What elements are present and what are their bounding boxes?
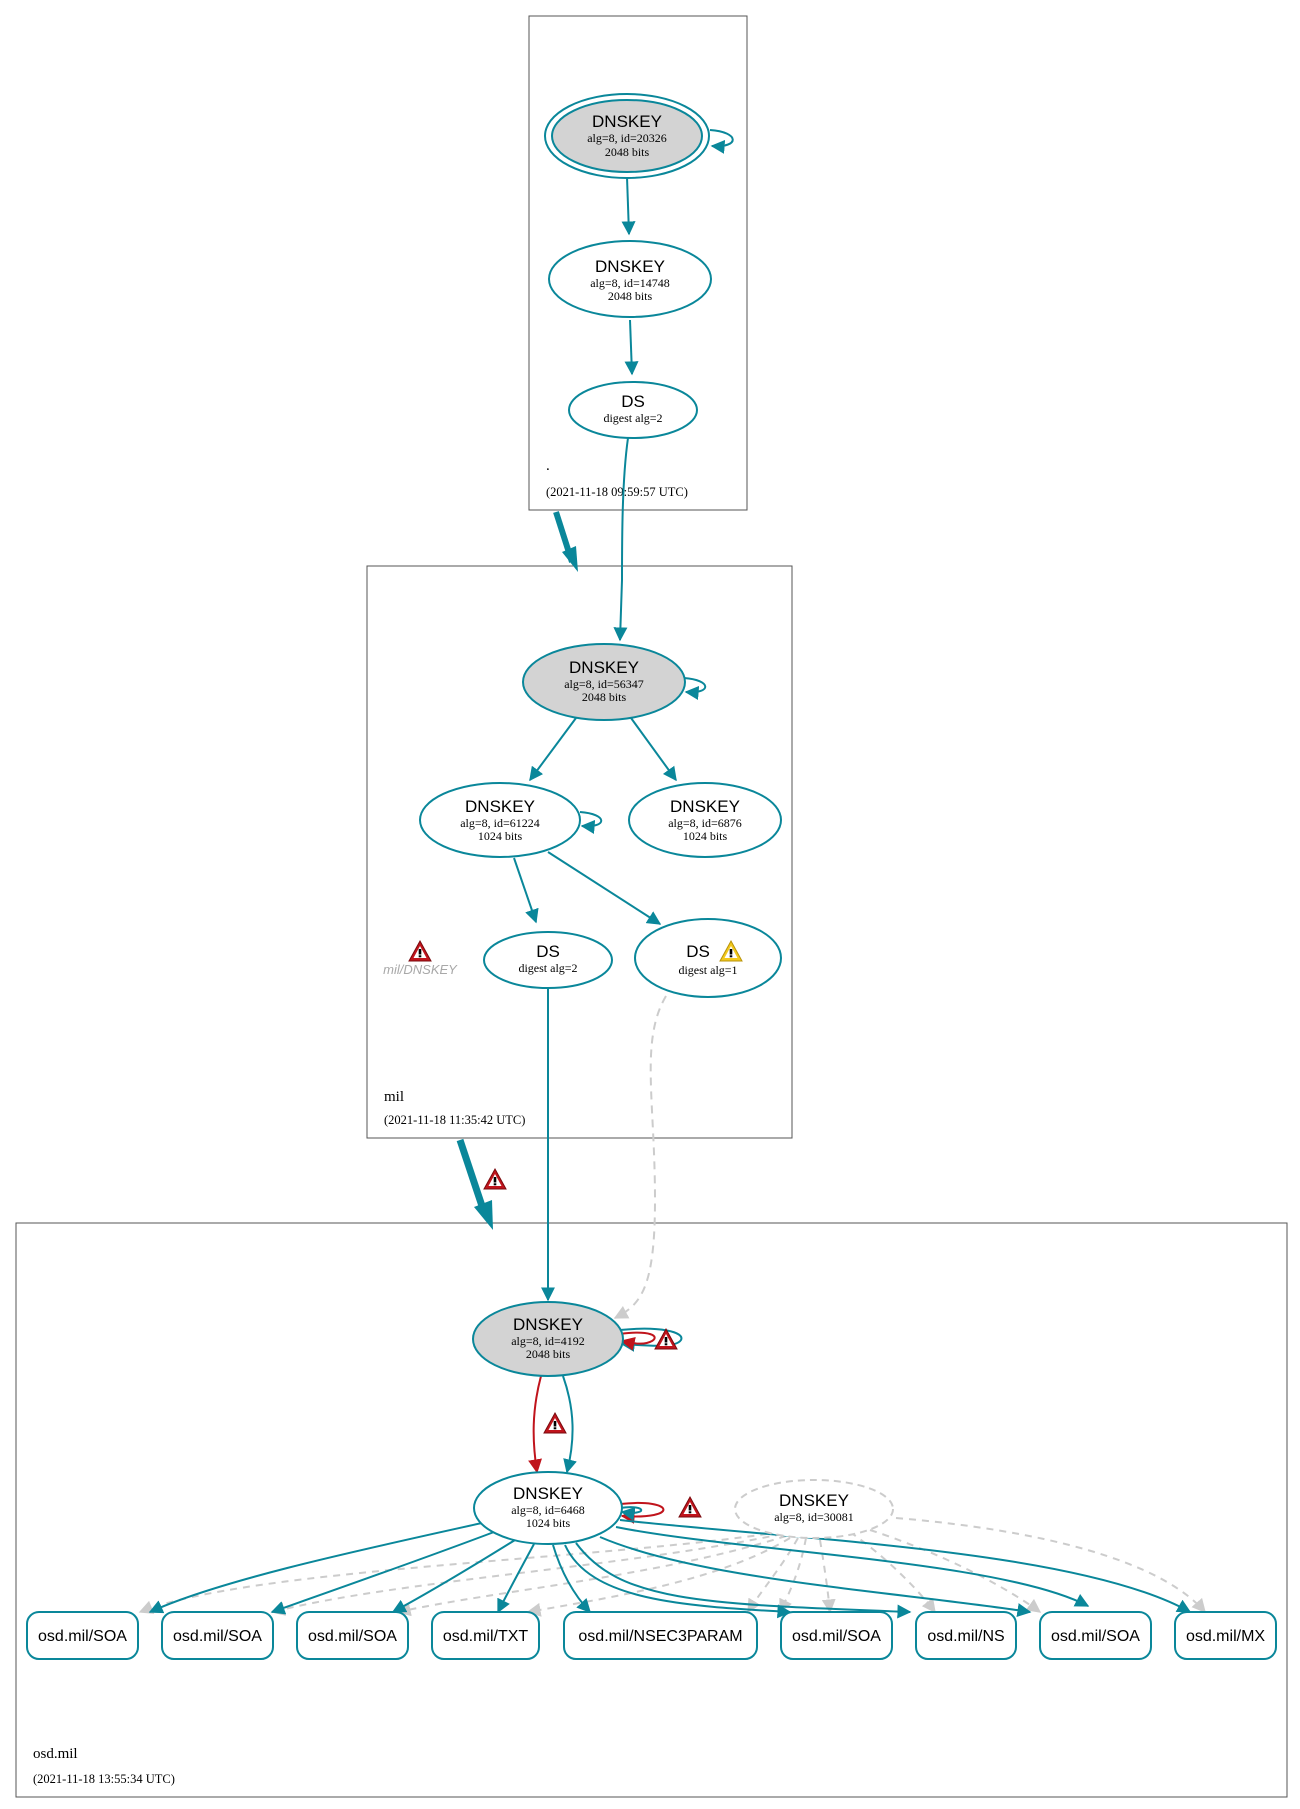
zone-osd-timestamp: (2021-11-18 13:55:34 UTC) — [33, 1772, 175, 1786]
node-osd-ksk-title: DNSKEY — [513, 1315, 583, 1334]
zone-osd: osd.mil (2021-11-18 13:55:34 UTC) — [15, 1222, 1288, 1798]
node-osd-ksk-alg: alg=8, id=4192 — [511, 1334, 585, 1348]
node-mil-zsk-6876[interactable]: DNSKEY alg=8, id=6876 1024 bits — [628, 782, 782, 858]
rrset-osd-soa-5[interactable]: osd.mil/SOA — [1039, 1611, 1152, 1660]
osd-zsk-loop-error-icon — [678, 1496, 702, 1518]
node-osd-missing-dnskey[interactable]: DNSKEY alg=8, id=30081 — [734, 1479, 894, 1539]
node-root-ksk-bits: 2048 bits — [605, 145, 650, 159]
rrset-label: osd.mil/TXT — [443, 1628, 529, 1645]
node-osd-missing-alg: alg=8, id=30081 — [774, 1510, 854, 1524]
node-mil-zsk1-bits: 1024 bits — [478, 829, 523, 843]
zone-root-timestamp: (2021-11-18 09:59:57 UTC) — [546, 485, 688, 499]
node-mil-ksk-title: DNSKEY — [569, 658, 639, 677]
zone-mil-name: mil — [384, 1089, 404, 1105]
zone-osd-name: osd.mil — [33, 1746, 78, 1762]
error-triangle-icon — [408, 940, 432, 962]
node-osd-zsk[interactable]: DNSKEY alg=8, id=6468 1024 bits — [473, 1471, 623, 1545]
node-root-zsk-title: DNSKEY — [595, 257, 665, 276]
node-mil-zsk2-alg: alg=8, id=6876 — [668, 816, 742, 830]
zone-root-name: . — [546, 458, 550, 474]
node-osd-zsk-bits: 1024 bits — [526, 1516, 571, 1530]
node-root-zsk[interactable]: DNSKEY alg=8, id=14748 2048 bits — [548, 240, 712, 318]
node-mil-ksk-bits: 2048 bits — [582, 690, 627, 704]
node-mil-ksk-alg: alg=8, id=56347 — [564, 677, 644, 691]
node-mil-ds2-title: DS — [536, 942, 560, 961]
node-root-ksk-title: DNSKEY — [592, 112, 662, 131]
osd-ksk-zsk-error-icon — [543, 1412, 567, 1434]
node-root-zsk-bits: 2048 bits — [608, 289, 653, 303]
node-mil-ds2-digest: digest alg=2 — [518, 961, 577, 975]
zone-root: . (2021-11-18 09:59:57 UTC) — [528, 15, 748, 511]
rrset-osd-soa-2[interactable]: osd.mil/SOA — [161, 1611, 274, 1660]
rrset-osd-soa-1[interactable]: osd.mil/SOA — [26, 1611, 139, 1660]
rrset-osd-soa-4[interactable]: osd.mil/SOA — [780, 1611, 893, 1660]
rrset-osd-soa-3[interactable]: osd.mil/SOA — [296, 1611, 409, 1660]
node-osd-ksk[interactable]: DNSKEY alg=8, id=4192 2048 bits — [472, 1301, 624, 1377]
node-mil-ds-1[interactable]: DS digest alg=1 — [634, 918, 782, 998]
node-root-ds-digest: digest alg=2 — [603, 411, 662, 425]
rrset-row: osd.mil/SOA osd.mil/SOA osd.mil/SOA osd.… — [26, 1611, 1277, 1660]
rrset-label: osd.mil/MX — [1186, 1628, 1265, 1645]
rrset-osd-mx[interactable]: osd.mil/MX — [1174, 1611, 1277, 1660]
rrset-label: osd.mil/SOA — [308, 1628, 397, 1645]
node-root-ksk-alg: alg=8, id=20326 — [587, 131, 667, 145]
mil-dnskey-error-label: mil/DNSKEY — [383, 962, 458, 977]
mil-edges — [513, 677, 707, 1319]
node-root-zsk-alg: alg=8, id=14748 — [590, 276, 670, 290]
node-osd-zsk-alg: alg=8, id=6468 — [511, 1503, 585, 1517]
node-osd-ksk-bits: 2048 bits — [526, 1347, 571, 1361]
rrset-label: osd.mil/SOA — [173, 1628, 262, 1645]
rrset-osd-txt[interactable]: osd.mil/TXT — [431, 1611, 540, 1660]
delegation-error-icon — [483, 1168, 507, 1190]
node-mil-ds1-digest: digest alg=1 — [678, 963, 737, 977]
node-mil-zsk2-bits: 1024 bits — [683, 829, 728, 843]
rrset-label: osd.mil/SOA — [792, 1628, 881, 1645]
node-root-ds-title: DS — [621, 392, 645, 411]
node-mil-ds-2[interactable]: DS digest alg=2 — [483, 931, 613, 989]
rrset-label: osd.mil/NS — [927, 1628, 1004, 1645]
node-mil-ksk[interactable]: DNSKEY alg=8, id=56347 2048 bits — [522, 643, 686, 721]
zone-mil-timestamp: (2021-11-18 11:35:42 UTC) — [384, 1113, 525, 1127]
rrset-osd-nsec3param[interactable]: osd.mil/NSEC3PARAM — [563, 1611, 758, 1660]
rrset-osd-ns[interactable]: osd.mil/NS — [915, 1611, 1017, 1660]
rrset-label: osd.mil/SOA — [38, 1628, 127, 1645]
node-osd-zsk-title: DNSKEY — [513, 1484, 583, 1503]
node-mil-zsk-61224[interactable]: DNSKEY alg=8, id=61224 1024 bits — [419, 782, 581, 858]
root-edges — [613, 129, 734, 642]
node-mil-ds1-title: DS — [686, 942, 710, 961]
node-root-ds[interactable]: DS digest alg=2 — [568, 381, 698, 439]
node-mil-dnskey-error[interactable]: mil/DNSKEY — [383, 940, 458, 977]
delegation-mil-osd — [456, 1138, 493, 1230]
node-osd-missing-title: DNSKEY — [779, 1491, 849, 1510]
zone-mil: mil (2021-11-18 11:35:42 UTC) — [366, 565, 793, 1139]
rrset-label: osd.mil/SOA — [1051, 1628, 1140, 1645]
node-mil-zsk1-title: DNSKEY — [465, 797, 535, 816]
rrset-label: osd.mil/NSEC3PARAM — [578, 1628, 742, 1645]
node-mil-zsk2-title: DNSKEY — [670, 797, 740, 816]
delegation-root-mil — [553, 511, 578, 572]
osd-edges — [138, 1327, 1206, 1619]
node-root-ksk[interactable]: DNSKEY alg=8, id=20326 2048 bits — [544, 93, 710, 179]
node-mil-zsk1-alg: alg=8, id=61224 — [460, 816, 540, 830]
